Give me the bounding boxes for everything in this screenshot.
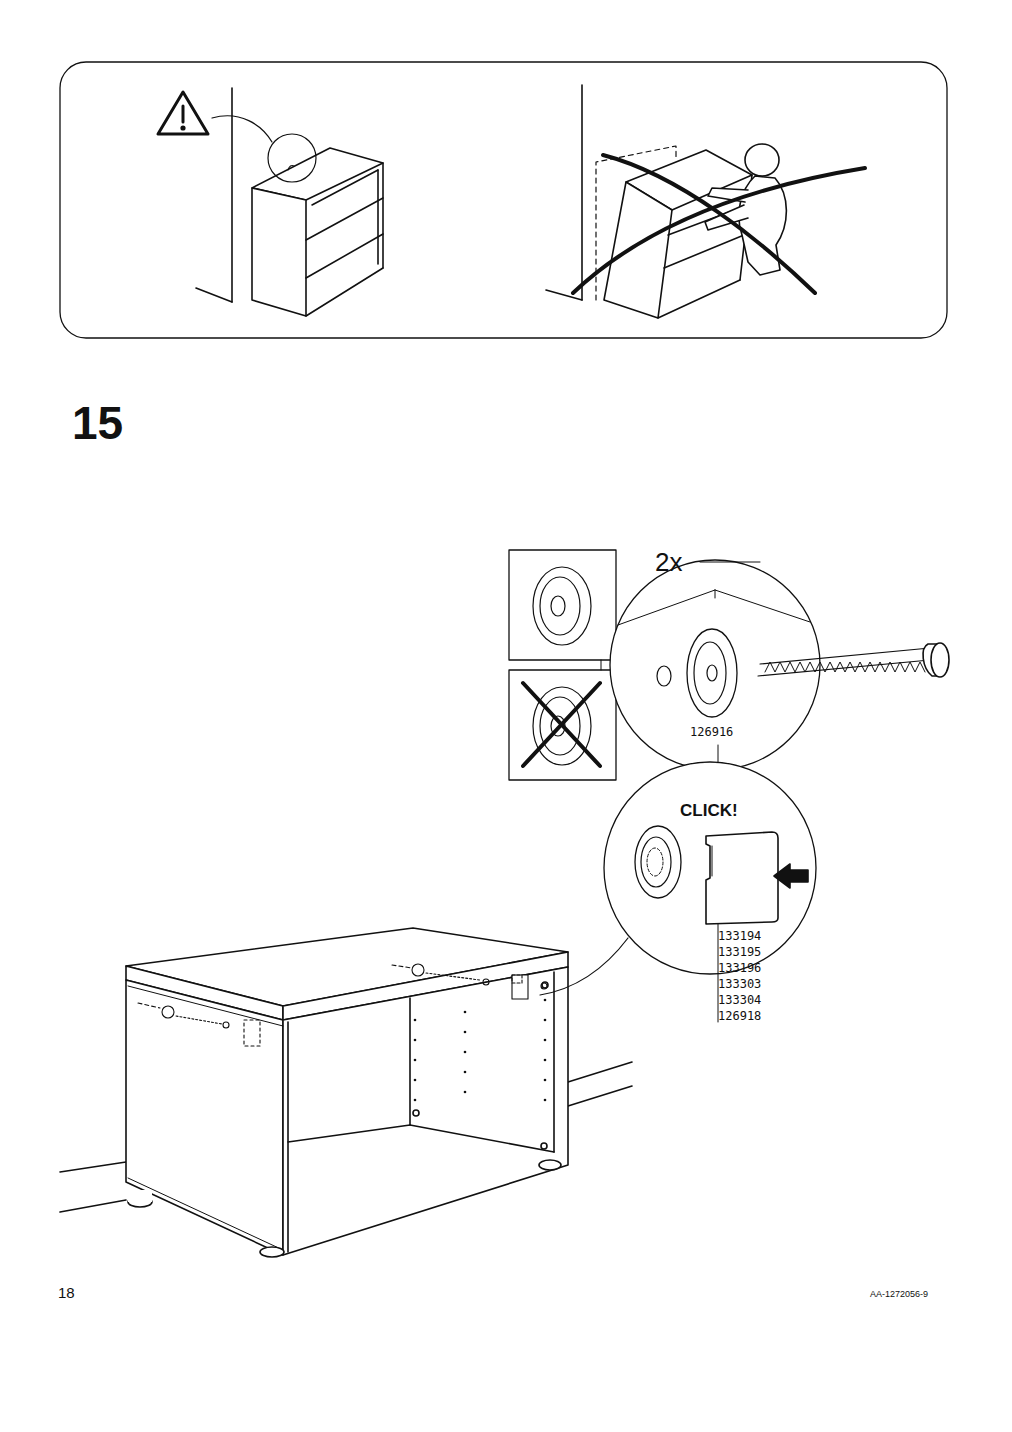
part-number: 133304 [718, 994, 761, 1007]
document-id: AA-1272056-9 [870, 1290, 928, 1300]
part-number: 133195 [718, 946, 761, 959]
click-note: CLICK! [680, 802, 738, 821]
part-number: 133194 [718, 930, 761, 943]
page-number: 18 [58, 1285, 75, 1302]
part-number: 126918 [718, 1010, 761, 1023]
part-number: 133303 [718, 978, 761, 991]
part-number: 133196 [718, 962, 761, 975]
quantity: 2x [655, 548, 682, 577]
part-number: 126916 [690, 726, 733, 739]
step-number: 15 [72, 398, 123, 449]
